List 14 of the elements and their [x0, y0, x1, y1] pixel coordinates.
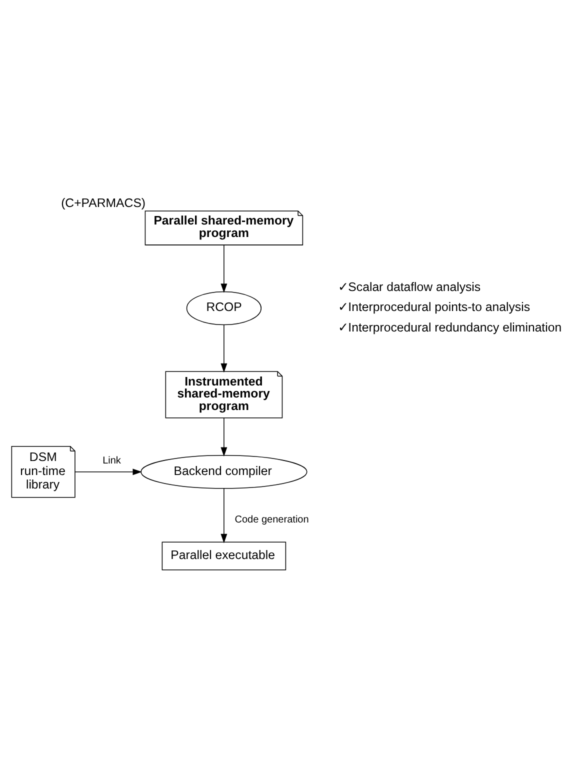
- arrow: [220, 244, 228, 293]
- arrow: [74, 468, 142, 476]
- label: ✓Interprocedural points-to analysis: [338, 300, 530, 314]
- arrow: [220, 418, 228, 456]
- label: ✓Interprocedural redundancy elimination: [338, 320, 562, 334]
- label: ✓Scalar dataflow analysis: [338, 280, 481, 294]
- arrow: [220, 324, 228, 373]
- node-label: (C+PARMACS): [61, 196, 146, 210]
- edge-label: Code generation: [234, 514, 309, 526]
- edge-label: Link: [102, 456, 121, 467]
- node-ellipse: Backend compiler: [140, 454, 308, 489]
- node-ellipse: RCOP: [186, 291, 262, 326]
- node-box: Parallel executable: [162, 542, 286, 570]
- arrow: [220, 488, 228, 544]
